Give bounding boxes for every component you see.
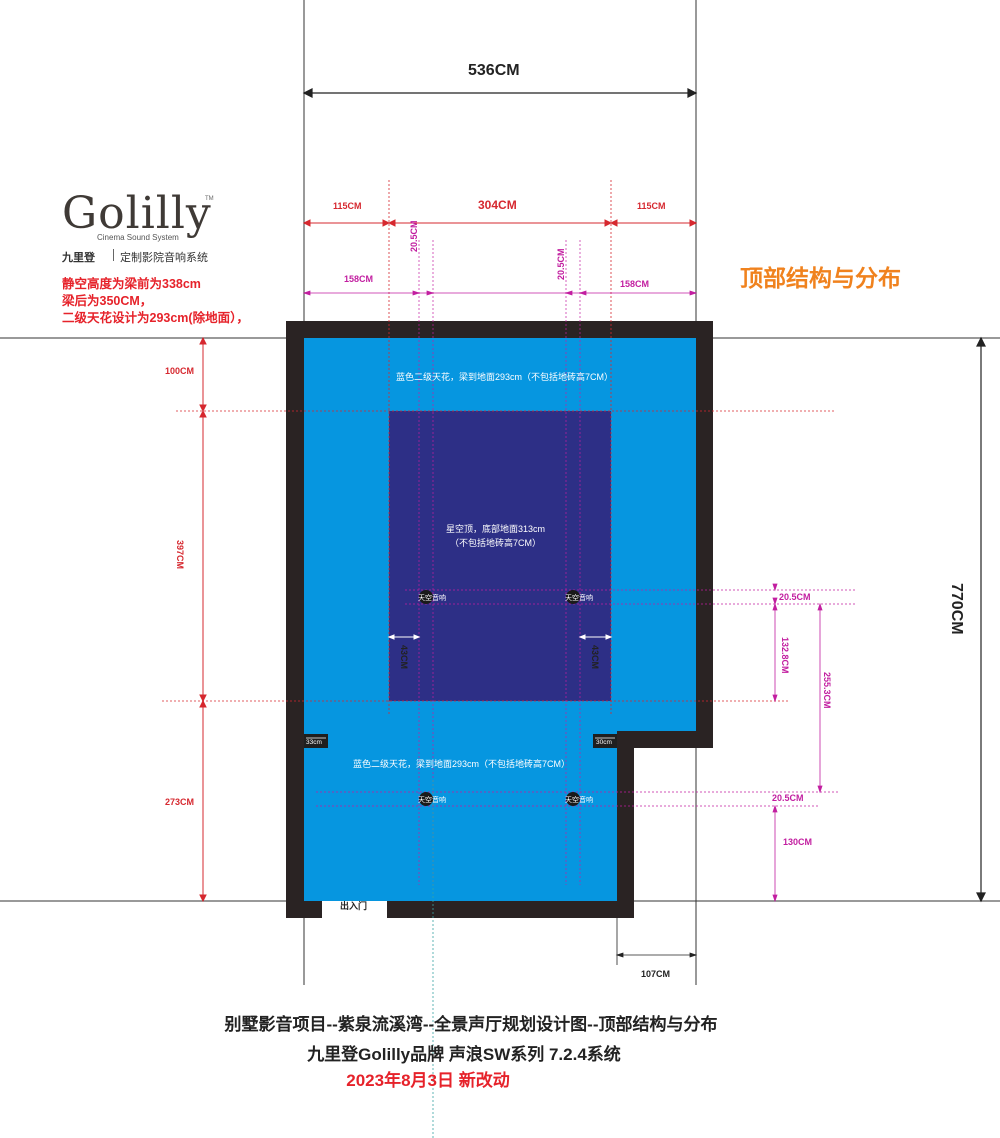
dim-step-left: 33cm bbox=[306, 739, 322, 746]
speaker-label: 天空音响 bbox=[565, 595, 593, 602]
dim-left-offset: 158CM bbox=[344, 274, 374, 284]
brand-tagline-en: Cinema Sound System bbox=[97, 233, 179, 242]
speaker-front-left bbox=[419, 590, 433, 604]
speaker-guides bbox=[316, 240, 855, 885]
footer-system-line: 九里登Golilly品牌 声浪SW系列 7.2.4系统 bbox=[307, 1045, 621, 1064]
brand-logo-mark: TM bbox=[205, 196, 214, 202]
dim-speaker-row-span: 255.3CM bbox=[822, 672, 832, 709]
door-opening bbox=[322, 898, 387, 920]
star-ceiling-label-1: 星空顶，底部地面313cm bbox=[446, 524, 546, 534]
note-line: 二级天花设计为293cm(除地面）， bbox=[62, 311, 249, 325]
dim-right-offset: 158CM bbox=[620, 279, 650, 289]
dim-side-right: 115CM bbox=[637, 201, 666, 211]
brand-separator bbox=[113, 249, 114, 261]
dim-speaker-row-gap-1: 20.5CM bbox=[779, 592, 811, 602]
speaker-label: 天空音响 bbox=[565, 797, 593, 804]
dim-total-depth: 770CM bbox=[948, 583, 965, 635]
note-line: 梁后为350CM， bbox=[62, 294, 153, 308]
dim-speaker-row-gap-2: 20.5CM bbox=[772, 793, 804, 803]
speaker-label: 天空音响 bbox=[418, 797, 446, 804]
speaker-label: 天空音响 bbox=[418, 595, 446, 602]
dim-speaker-gap-left: 20.5CM bbox=[409, 220, 419, 252]
brand-logo: Golilly bbox=[62, 188, 212, 239]
dim-rear-offset: 130CM bbox=[783, 837, 813, 847]
section-title: 顶部结构与分布 bbox=[740, 265, 901, 291]
note-line: 静空高度为梁前为338cm bbox=[62, 277, 201, 291]
height-notes: 静空高度为梁前为338cm 梁后为350CM， 二级天花设计为293cm(除地面… bbox=[62, 276, 249, 327]
zone-guides bbox=[162, 180, 835, 715]
dim-side-left: 115CM bbox=[333, 201, 362, 211]
dim-top-band: 100CM bbox=[165, 366, 195, 376]
star-ceiling bbox=[389, 411, 611, 701]
speaker-rear-left bbox=[419, 792, 433, 806]
depth-split-dimensions bbox=[199, 336, 207, 903]
speaker-row-dimensions bbox=[772, 583, 823, 903]
dim-total-width: 536CM bbox=[468, 62, 520, 79]
depth-dimension-770 bbox=[976, 336, 986, 903]
speaker-front-right bbox=[566, 590, 580, 604]
speaker-offset-dimensions bbox=[302, 290, 698, 296]
dim-bottom-band: 273CM bbox=[165, 797, 195, 807]
dim-center-width: 304CM bbox=[478, 198, 517, 212]
width-split-dimensions bbox=[302, 219, 698, 227]
dim-speaker-row-spacing: 132.8CM bbox=[780, 637, 790, 674]
door-label: 出入门 bbox=[340, 901, 368, 911]
top-ceiling-label: 蓝色二级天花，梁到地面293cm（不包括地砖高7CM） bbox=[396, 372, 614, 382]
brand-tagline-cn: 定制影院音响系统 bbox=[120, 252, 208, 264]
dim-step-right: 30cm bbox=[596, 739, 612, 746]
footer-date-line: 2023年8月3日 新改动 bbox=[346, 1071, 510, 1090]
dim-inset-right: 43CM bbox=[590, 645, 600, 670]
brand-name-cn: 九里登 bbox=[62, 252, 95, 264]
speaker-rear-right bbox=[566, 792, 580, 806]
footer-project-title: 别墅影音项目--紫泉流溪湾--全景声厅规划设计图--顶部结构与分布 bbox=[224, 1015, 718, 1034]
step-markers bbox=[304, 734, 617, 748]
dim-middle-band: 397CM bbox=[175, 540, 185, 570]
dim-door-offset: 107CM bbox=[641, 969, 671, 979]
door-dimension bbox=[615, 918, 698, 965]
dim-speaker-gap-right: 20.5CM bbox=[556, 248, 566, 280]
inset-dimensions bbox=[387, 634, 613, 640]
star-ceiling-label-2: （不包括地砖高7CM） bbox=[450, 538, 542, 548]
bottom-ceiling-label: 蓝色二级天花，梁到地面293cm（不包括地砖高7CM） bbox=[353, 759, 571, 769]
width-dimension-536 bbox=[302, 88, 698, 98]
dim-inset-left: 43CM bbox=[399, 645, 409, 670]
